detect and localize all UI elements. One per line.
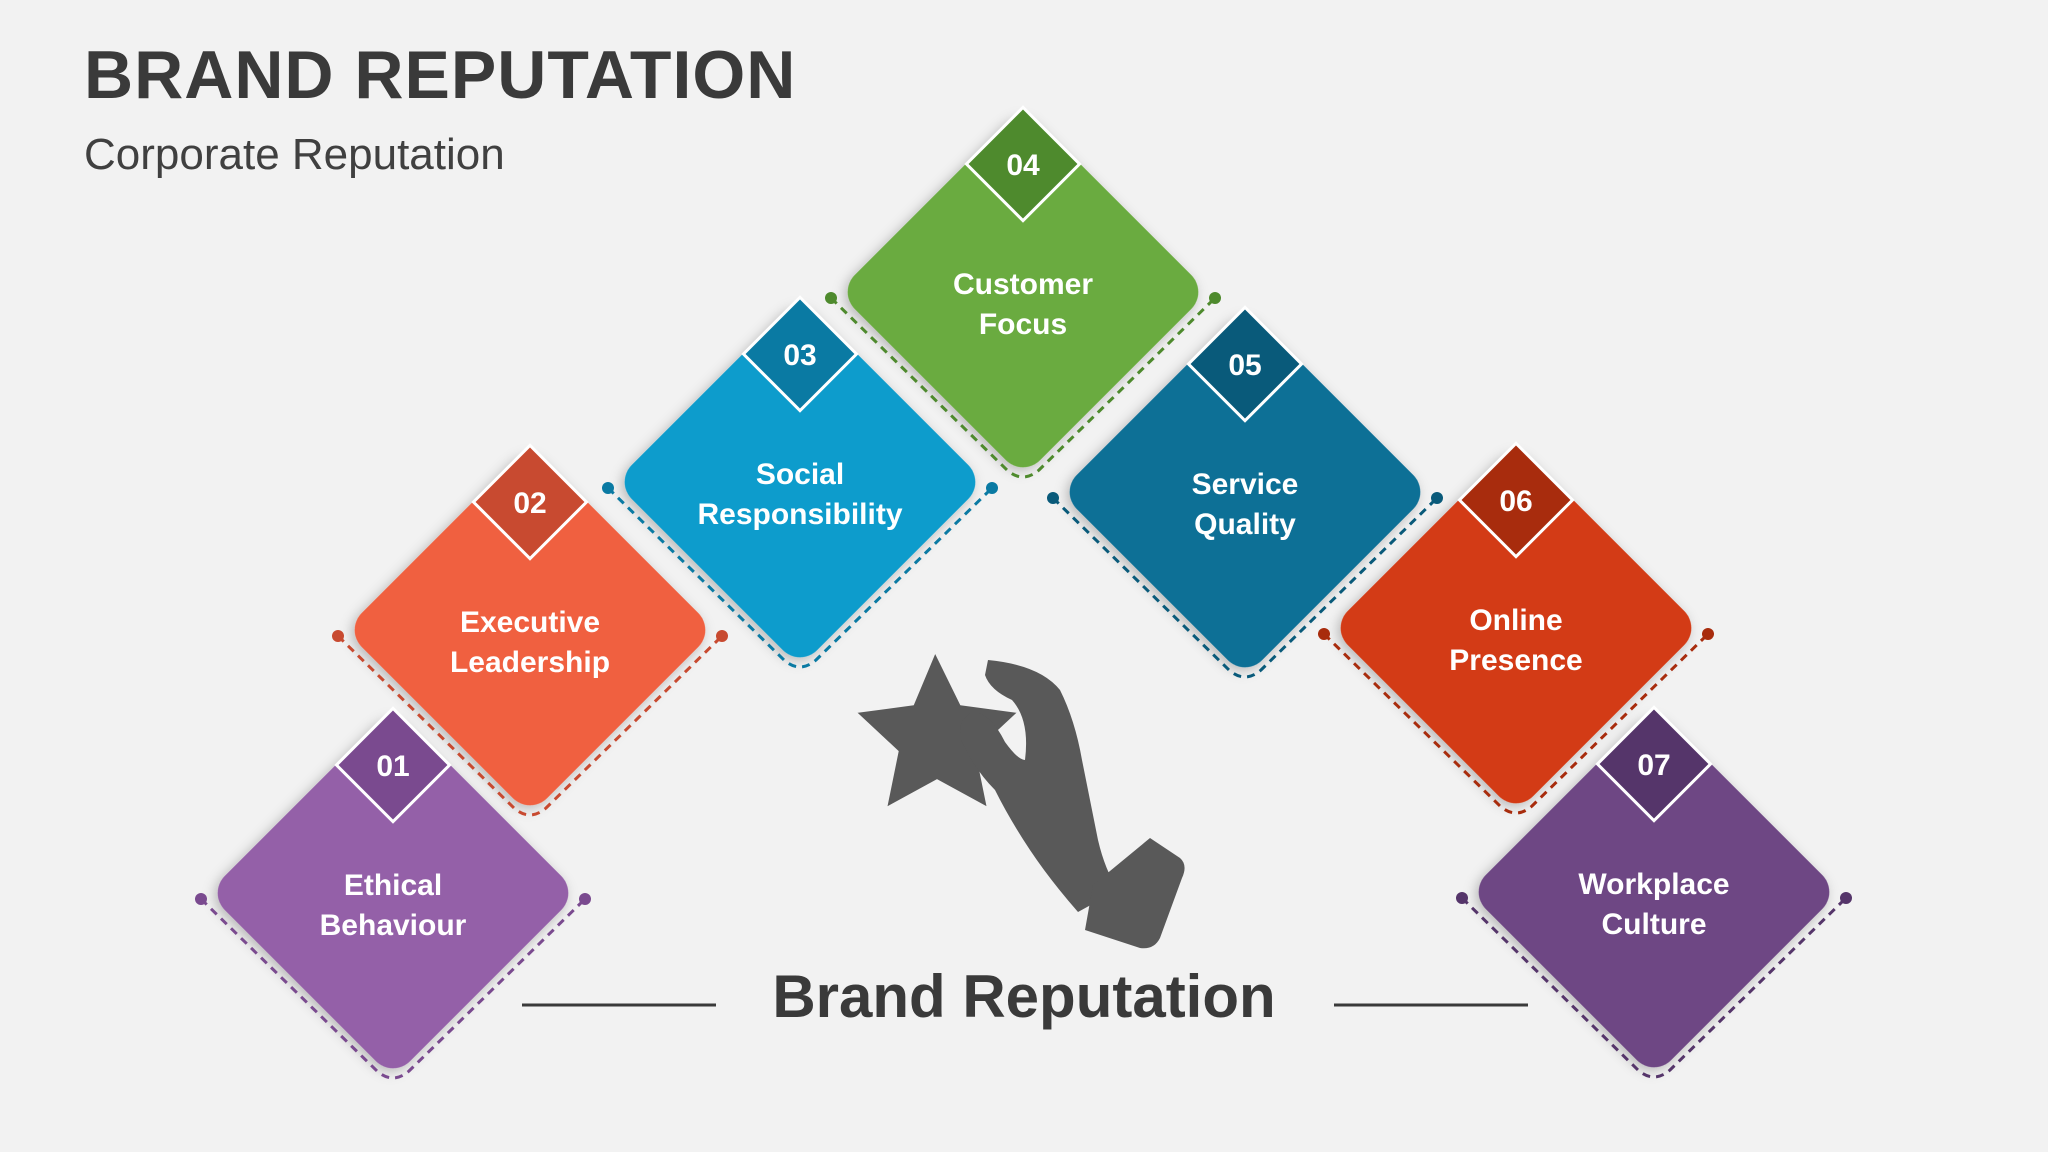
outline-dot-left — [195, 893, 207, 905]
card-label-line2: Presence — [1449, 644, 1582, 677]
card-number: 02 — [513, 487, 546, 520]
card-dashed-outline — [199, 897, 587, 1080]
outline-dot-right — [1702, 628, 1714, 640]
card-label-line2: Culture — [1602, 908, 1707, 941]
card-number: 04 — [1006, 149, 1040, 182]
cuff-shape — [1085, 838, 1185, 949]
card-diamond — [1069, 316, 1421, 668]
page-subtitle: Corporate Reputation — [84, 130, 505, 179]
card-label-line1: Customer — [953, 268, 1093, 301]
card-number: 05 — [1228, 349, 1261, 382]
card-number: 07 — [1637, 749, 1670, 782]
outline-dot-right — [1209, 292, 1221, 304]
center-label: Brand Reputation — [772, 963, 1276, 1030]
outline-dot-right — [579, 893, 591, 905]
card-label-line2: Responsibility — [697, 498, 902, 531]
card-diamond — [1340, 452, 1692, 804]
hand-shape — [959, 660, 1118, 912]
hand-holding-star-icon — [846, 641, 1185, 949]
card-label-line2: Focus — [979, 308, 1067, 341]
card-diamond — [1478, 716, 1830, 1068]
outline-dot-right — [716, 630, 728, 642]
number-badge — [741, 295, 859, 413]
card-dashed-outline — [829, 296, 1217, 479]
card-dashed-outline — [606, 486, 994, 669]
outline-dot-left — [602, 482, 614, 494]
card-dashed-outline — [1460, 896, 1848, 1079]
card-label-line1: Ethical — [344, 869, 442, 902]
card-label-line2: Behaviour — [320, 909, 467, 942]
card-diamond — [847, 116, 1199, 468]
outline-dot-left — [825, 292, 837, 304]
card-label-line1: Executive — [460, 606, 600, 639]
card-label-line1: Social — [756, 458, 844, 491]
outline-dot-left — [1318, 628, 1330, 640]
card-dashed-outline — [336, 634, 724, 817]
number-badge — [471, 443, 589, 561]
card-number: 06 — [1499, 485, 1532, 518]
card-label-line1: Workplace — [1578, 868, 1729, 901]
card-label-line1: Online — [1469, 604, 1562, 637]
card-label-line2: Leadership — [450, 646, 610, 679]
card-dashed-outline — [1051, 496, 1439, 679]
card-diamond — [624, 306, 976, 658]
card-label-line1: Service — [1192, 468, 1299, 501]
page-title: BRAND REPUTATION — [84, 37, 797, 113]
number-badge — [334, 706, 452, 824]
outline-dot-left — [332, 630, 344, 642]
outline-dot-right — [986, 482, 998, 494]
card-number: 03 — [783, 339, 816, 372]
number-badge — [1457, 441, 1575, 559]
card-diamond — [354, 454, 706, 806]
outline-dot-right — [1431, 492, 1443, 504]
outline-dot-left — [1047, 492, 1059, 504]
number-badge — [964, 105, 1082, 223]
card-label-line2: Quality — [1194, 508, 1296, 541]
outline-dot-left — [1456, 892, 1468, 904]
number-badge — [1595, 705, 1713, 823]
card-number: 01 — [376, 750, 409, 783]
card-dashed-outline — [1322, 632, 1710, 815]
card-diamond — [217, 717, 569, 1069]
outline-dot-right — [1840, 892, 1852, 904]
number-badge — [1186, 305, 1304, 423]
